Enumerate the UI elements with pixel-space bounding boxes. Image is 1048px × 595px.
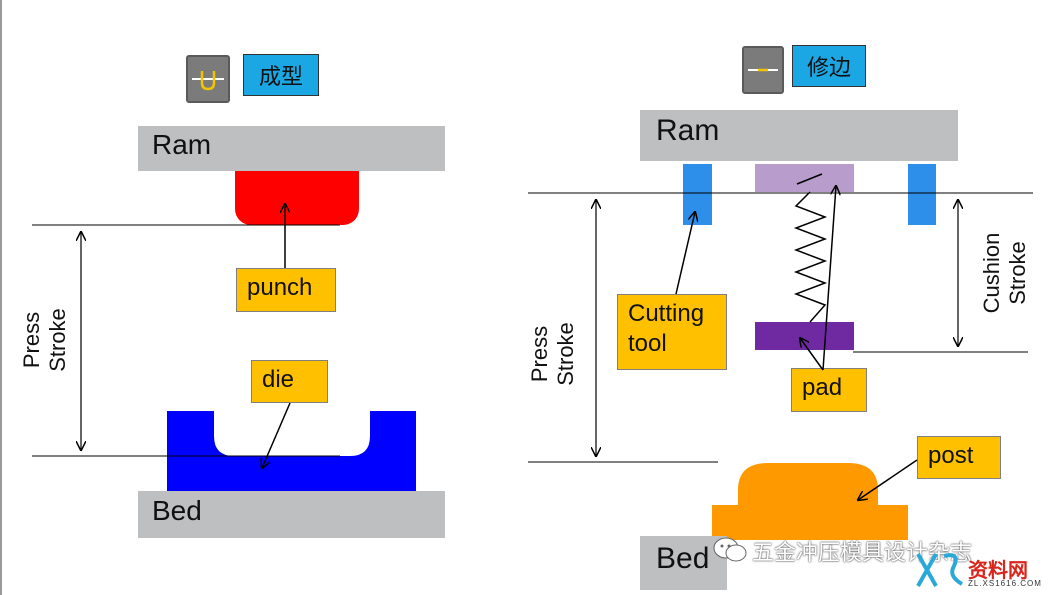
wechat-icon <box>712 535 748 565</box>
site-logo-icon <box>914 548 966 590</box>
right-ram: Ram <box>640 110 958 161</box>
right-ram-label: Ram <box>656 114 720 147</box>
left-bed: Bed <box>138 491 445 538</box>
cutting-tool-line1: Cutting <box>628 300 705 327</box>
die-callout: die <box>251 360 328 403</box>
left-border <box>0 0 2 595</box>
left-ram: Ram <box>138 126 445 171</box>
forming-tag: 成型 <box>243 54 319 96</box>
right-press-stroke-label: Press Stroke <box>527 309 579 399</box>
pad <box>755 322 854 350</box>
cutting-tool-left <box>683 164 712 225</box>
cutting-tool-callout: Cutting tool <box>617 294 727 370</box>
watermark-text: 五金冲压模具设计杂志 <box>752 541 973 566</box>
post-callout: post <box>917 436 1001 479</box>
right-bed-label: Bed <box>656 542 710 575</box>
forming-icon <box>186 55 230 103</box>
punch-callout: punch <box>236 268 336 312</box>
cutting-tool-right <box>908 164 936 225</box>
site-logo-text: 资料网 <box>968 558 1028 582</box>
left-press-stroke-label: Press Stroke <box>19 295 71 385</box>
left-ram-label: Ram <box>152 129 212 160</box>
trimming-icon <box>742 46 784 94</box>
trimming-tag: 修边 <box>792 45 866 87</box>
cushion-stroke-label: Cushion Stroke <box>979 223 1031 323</box>
left-press-stroke-line2: Stroke <box>45 308 70 372</box>
punch <box>235 171 359 225</box>
pad-callout: pad <box>791 368 867 412</box>
right-press-stroke-line1: Press <box>527 325 552 383</box>
cushion-stroke-line1: Cushion <box>979 232 1004 314</box>
left-bed-label: Bed <box>152 495 202 526</box>
left-press-stroke-line1: Press <box>19 311 44 369</box>
pad-top <box>755 164 854 192</box>
site-url: ZL.XS1616.COM <box>968 579 1042 588</box>
cutting-tool-line2: tool <box>628 330 667 357</box>
cushion-stroke-line2: Stroke <box>1005 241 1030 305</box>
right-bed: Bed <box>640 536 727 590</box>
right-press-stroke-line2: Stroke <box>553 322 578 386</box>
